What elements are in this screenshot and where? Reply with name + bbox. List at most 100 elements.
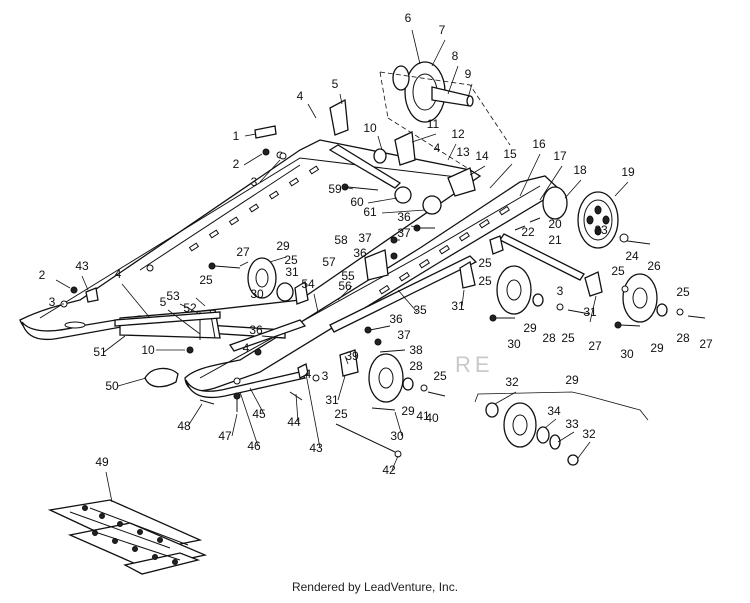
callout-28: 28: [542, 331, 556, 345]
callout-14: 14: [475, 149, 489, 163]
watermark-text: RE: [455, 352, 494, 377]
callout-47: 47: [218, 429, 232, 443]
callout-29: 29: [650, 341, 664, 355]
callout-19: 19: [621, 165, 635, 179]
callout-4: 4: [434, 141, 441, 155]
callout-27: 27: [699, 337, 713, 351]
callout-3: 3: [322, 369, 329, 383]
callout-25: 25: [478, 256, 492, 270]
callout-40: 40: [425, 411, 439, 425]
callout-43: 43: [309, 441, 323, 455]
idler-wheels: [247, 186, 658, 448]
callout-37: 37: [358, 231, 372, 245]
callout-56: 56: [338, 279, 352, 293]
callout-5: 5: [332, 77, 339, 91]
callout-54: 54: [301, 277, 315, 291]
left-rail: [19, 139, 482, 341]
callout-25: 25: [611, 264, 625, 278]
callout-46: 46: [247, 439, 261, 453]
callout-37: 37: [397, 328, 411, 342]
callout-2: 2: [39, 268, 46, 282]
callout-20: 20: [548, 217, 562, 231]
leader-lines: [55, 29, 629, 503]
callout-10: 10: [363, 121, 377, 135]
callout-7: 7: [439, 23, 446, 37]
callout-38: 38: [409, 343, 423, 357]
callout-26: 26: [647, 259, 661, 273]
callout-37: 37: [397, 226, 411, 240]
callout-25: 25: [561, 331, 575, 345]
callout-39: 39: [345, 349, 359, 363]
callout-31: 31: [325, 393, 339, 407]
callout-53: 53: [166, 289, 180, 303]
callout-36: 36: [249, 323, 263, 337]
callout-52: 52: [183, 301, 197, 315]
callout-60: 60: [350, 195, 364, 209]
callout-50: 50: [105, 379, 119, 393]
callout-29: 29: [401, 404, 415, 418]
callout-3: 3: [557, 284, 564, 298]
callout-33: 33: [565, 417, 579, 431]
callout-24: 24: [625, 249, 639, 263]
callout-49: 49: [95, 455, 109, 469]
callout-30: 30: [507, 337, 521, 351]
callout-42: 42: [382, 463, 396, 477]
callout-30: 30: [390, 429, 404, 443]
callout-28: 28: [409, 359, 423, 373]
callout-30: 30: [620, 347, 634, 361]
callout-27: 27: [588, 339, 602, 353]
callout-25: 25: [284, 253, 298, 267]
callout-23: 23: [594, 223, 608, 237]
callout-12: 12: [451, 127, 465, 141]
callout-25: 25: [334, 407, 348, 421]
cross-shafts: [119, 144, 585, 352]
callout-6: 6: [405, 11, 412, 25]
callout-4: 4: [243, 341, 250, 355]
callout-8: 8: [452, 49, 459, 63]
callout-44: 44: [287, 415, 301, 429]
callout-41: 41: [416, 409, 430, 423]
callout-32: 32: [505, 375, 519, 389]
callout-4: 4: [115, 267, 122, 281]
track-section: [47, 499, 208, 575]
callout-43: 43: [75, 259, 89, 273]
callout-25: 25: [478, 274, 492, 288]
callout-29: 29: [276, 239, 290, 253]
callout-9: 9: [465, 67, 472, 81]
callout-17: 17: [553, 149, 567, 163]
group-bracket: [474, 391, 649, 421]
callout-58: 58: [334, 233, 348, 247]
callout-5: 5: [160, 295, 167, 309]
callout-48: 48: [177, 419, 191, 433]
callout-36: 36: [353, 246, 367, 260]
callout-36: 36: [397, 210, 411, 224]
callout-57: 57: [322, 255, 336, 269]
callout-29: 29: [565, 373, 579, 387]
rear-axle-wheel: [379, 61, 511, 177]
footer-credit: Rendered by LeadVenture, Inc.: [291, 580, 459, 594]
callout-3: 3: [49, 295, 56, 309]
callout-36: 36: [389, 312, 403, 326]
callout-25: 25: [676, 285, 690, 299]
callout-16: 16: [532, 137, 546, 151]
callout-3: 3: [251, 175, 258, 189]
callout-30: 30: [250, 287, 264, 301]
callout-32: 32: [582, 427, 596, 441]
callout-4: 4: [305, 367, 312, 381]
callout-61: 61: [363, 205, 377, 219]
callout-27: 27: [236, 245, 250, 259]
brackets: [294, 98, 476, 305]
callout-28: 28: [676, 331, 690, 345]
callout-13: 13: [456, 145, 470, 159]
callout-31: 31: [583, 305, 597, 319]
callout-25: 25: [199, 273, 213, 287]
callout-18: 18: [573, 163, 587, 177]
callout-2: 2: [233, 157, 240, 171]
callout-10: 10: [141, 343, 155, 357]
callout-21: 21: [548, 233, 562, 247]
callout-31: 31: [285, 265, 299, 279]
callout-25: 25: [433, 369, 447, 383]
callout-1: 1: [233, 129, 240, 143]
callout-59: 59: [328, 182, 342, 196]
